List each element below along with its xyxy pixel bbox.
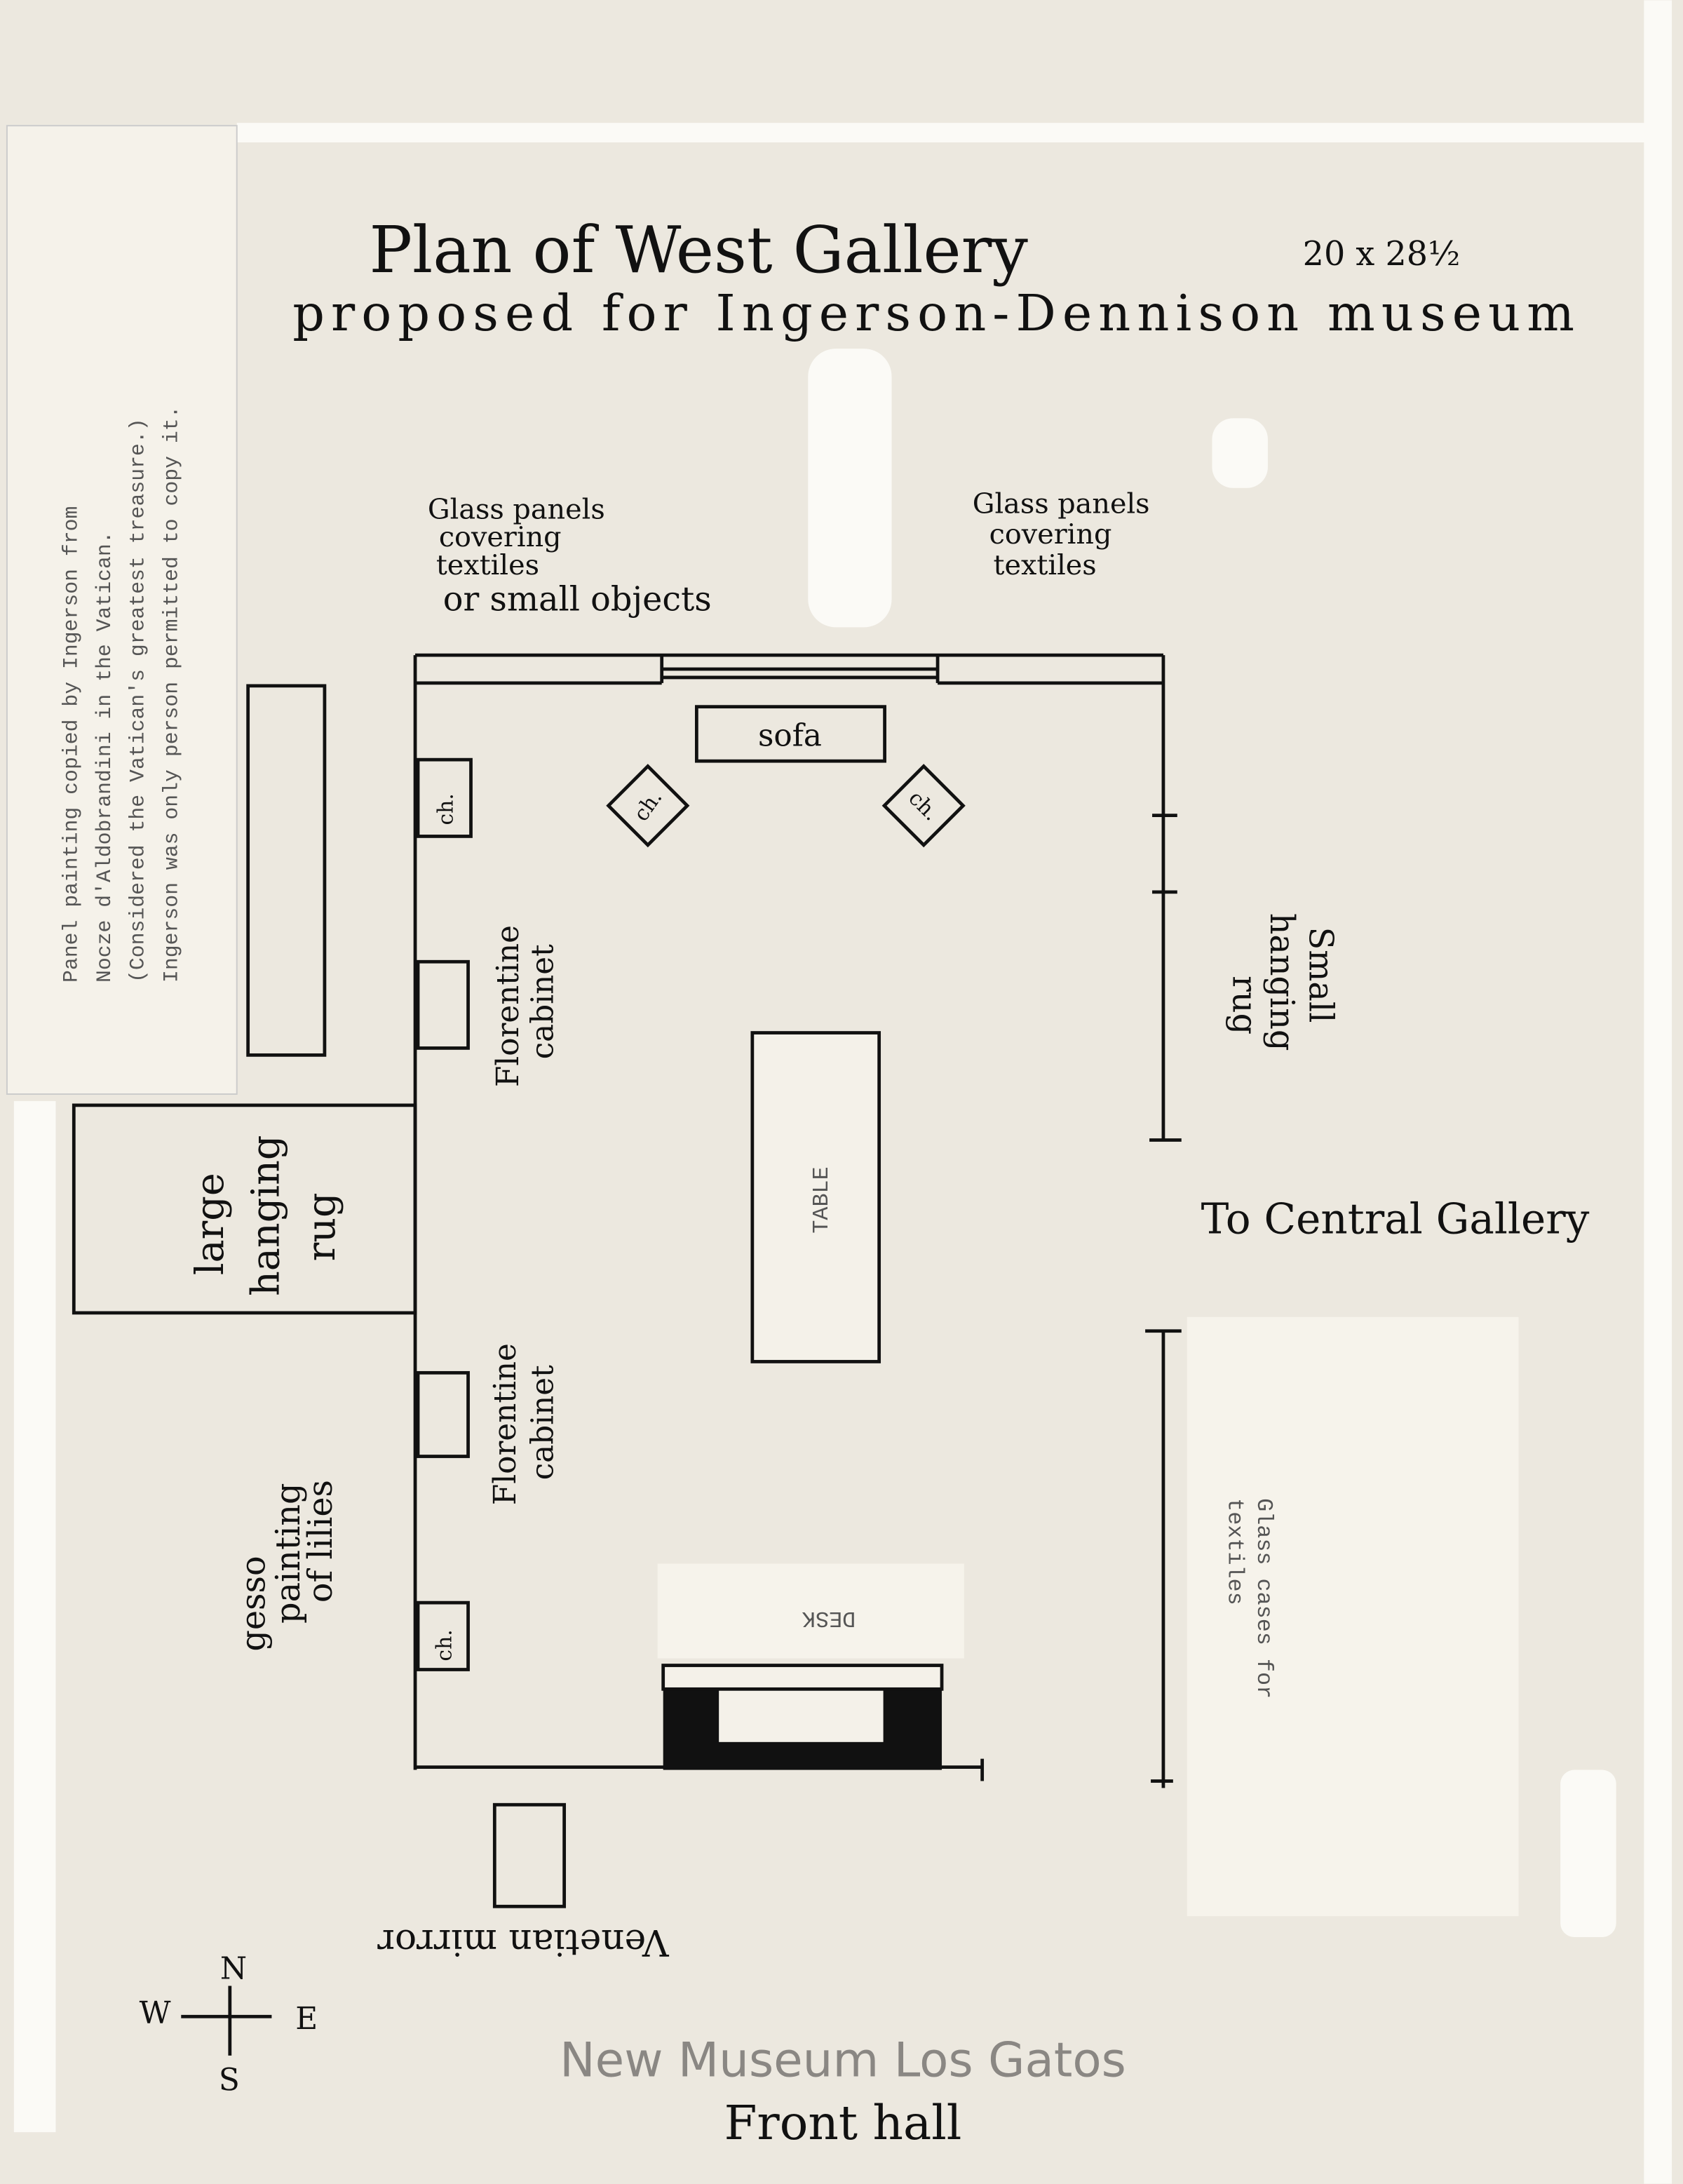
svg-text:hanging: hanging (1262, 913, 1301, 1051)
svg-text:Florentine: Florentine (487, 1343, 523, 1505)
venetian-mirror: Venetian mirror (377, 1802, 670, 1963)
note-panel: Panel painting copied by Ingerson from N… (6, 125, 238, 1095)
desk: DESK (657, 1563, 964, 1659)
front-hall-label: Front hall (724, 2095, 962, 2150)
svg-text:W: W (140, 1995, 171, 2031)
svg-text:painting: painting (269, 1483, 308, 1624)
svg-text:textiles: textiles (436, 549, 539, 581)
svg-text:cabinet: cabinet (525, 944, 561, 1059)
note-line: Nocze d'Aldobrandini in the Vatican. (93, 531, 116, 983)
svg-text:Glass cases for: Glass cases for (1251, 1498, 1276, 1699)
svg-text:N: N (220, 1951, 247, 1987)
chair: ch. (416, 757, 473, 838)
glass-panels-right-label: Glass panels covering textiles (973, 488, 1150, 581)
gesso-painting-label: gesso painting of lilies (234, 1480, 339, 1652)
page-title: Plan of West Gallery (369, 213, 1028, 288)
svg-text:S: S (219, 2063, 240, 2098)
svg-text:Florentine: Florentine (490, 925, 526, 1087)
table: TABLE (750, 1031, 881, 1363)
svg-text:rug: rug (299, 1192, 344, 1261)
tape-marks (13, 0, 1672, 2184)
svg-text:large: large (187, 1173, 233, 1275)
glass-cases: Glass cases for textiles (1187, 1316, 1519, 1917)
svg-text:of lilies: of lilies (302, 1480, 340, 1603)
svg-text:hanging: hanging (243, 1135, 288, 1296)
svg-text:sofa: sofa (758, 717, 822, 753)
glass-panels-left-label: Glass panels covering textiles or small … (428, 493, 712, 619)
svg-text:or small objects: or small objects (443, 581, 712, 619)
compass-icon: N S E W (140, 1951, 318, 2098)
svg-text:DESK: DESK (802, 1605, 856, 1631)
svg-text:Venetian mirror: Venetian mirror (377, 1921, 670, 1963)
note-line: (Considered the Vatican's greatest treas… (126, 418, 150, 983)
note-line: Panel painting copied by Ingerson from (59, 506, 83, 983)
to-central-gallery-label: To Central Gallery (1201, 1196, 1590, 1244)
panel-painting-outline (246, 684, 327, 1057)
svg-text:cabinet: cabinet (525, 1365, 561, 1480)
chair: ch. (416, 1600, 470, 1671)
svg-text:ch.: ch. (434, 793, 459, 825)
svg-text:Glass panels: Glass panels (973, 488, 1150, 520)
florentine-cabinet: Florentine cabinet (416, 925, 561, 1087)
large-hanging-rug: large hanging rug (72, 1103, 417, 1315)
svg-text:textiles: textiles (994, 549, 1097, 581)
svg-text:ch.: ch. (433, 1629, 457, 1661)
sofa: sofa (694, 705, 886, 763)
svg-text:rug: rug (1224, 976, 1263, 1034)
florentine-cabinet: Florentine cabinet (416, 1343, 561, 1505)
subtitle: proposed for Ingerson-Dennison museum (292, 284, 1574, 342)
watermark: New Museum Los Gatos (560, 2033, 1126, 2088)
svg-text:TABLE: TABLE (809, 1166, 834, 1233)
svg-text:Glass panels: Glass panels (428, 493, 605, 525)
svg-text:covering: covering (439, 521, 562, 553)
svg-text:covering: covering (989, 518, 1112, 551)
svg-text:gesso: gesso (234, 1556, 273, 1651)
svg-text:Small: Small (1302, 927, 1340, 1023)
dimensions: 20 x 28½ (1303, 235, 1461, 274)
svg-text:E: E (295, 2001, 318, 2037)
small-hanging-rug-label: Small hanging rug (1224, 913, 1339, 1051)
fireplace (661, 1664, 944, 1770)
svg-text:textiles: textiles (1222, 1498, 1247, 1605)
note-line: Ingerson was only person permitted to co… (159, 406, 183, 983)
